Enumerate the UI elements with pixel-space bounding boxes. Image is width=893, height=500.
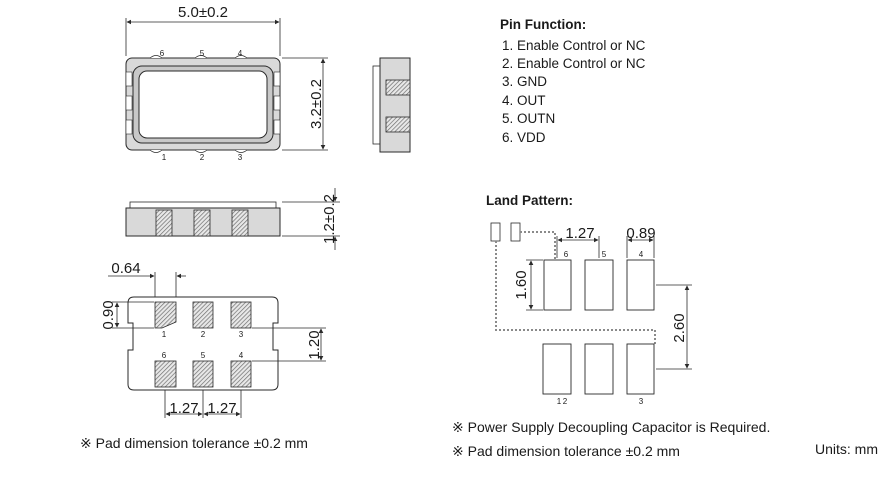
pad-label-2: 2 [201,330,206,339]
pin-label-6: 6 [160,49,165,58]
pin-function-title: Pin Function: [500,17,587,32]
pad-height-dim-label: 0.90 [100,300,117,329]
vdd-trace [520,231,556,260]
land-pitch-dim-label: 1.27 [565,225,594,242]
gnd-trace [495,241,656,345]
pad-2 [192,301,214,329]
capacitor-pad-2 [510,222,521,242]
land-pin-label-2: 2 [563,397,568,406]
units-note: Units: mm [815,441,878,457]
pin-function-item-5: 5. OUTN [502,111,556,126]
pad-label-4: 4 [239,351,244,360]
land-pad-5 [584,259,614,311]
thickness-dim-label: 1.2±0.2 [321,194,338,244]
land-pad-3 [626,343,655,395]
capacitor-pad-1 [490,222,501,242]
capacitor-note: ※ Power Supply Decoupling Capacitor is R… [452,419,771,435]
land-pad-width-dim-label: 0.89 [626,225,655,242]
pin-function-item-2: 2. Enable Control or NC [502,56,646,71]
land-pin-label-1: 1 [557,397,562,406]
pin-label-2: 2 [200,153,205,162]
land-pad-6 [543,259,572,311]
pin-label-1: 1 [162,153,167,162]
pad-label-5: 5 [201,351,206,360]
pin-function-item-1: 1. Enable Control or NC [502,38,646,53]
pad-1 [154,301,177,329]
side-view-front: 1.2±0.2 [125,188,340,250]
pad-view: 0.64 1 2 3 6 5 4 0.90 1.20 1.27 1. [100,260,326,418]
pitch-dim-right: 1.27 [207,400,236,417]
height-dim-label: 3.2±0.2 [308,79,325,129]
land-pad-1 [542,343,572,395]
pin-function-item-4: 4. OUT [502,93,546,108]
pin-label-4: 4 [238,49,243,58]
pad-width-dim-label: 0.64 [111,260,140,277]
pin-label-5: 5 [200,49,205,58]
pad-3 [230,301,252,329]
land-pattern: 6 5 4 1 2 3 1.27 0.89 1.60 2.60 [490,222,692,406]
land-pin-label-4: 4 [639,250,644,259]
land-pin-label-3: 3 [639,397,644,406]
pad-label-1: 1 [162,330,167,339]
land-row-spacing-dim-label: 2.60 [671,313,688,342]
pad-6 [154,360,177,388]
pin-function-item-6: 6. VDD [502,130,546,145]
pin-function-item-3: 3. GND [502,74,548,89]
land-pin-label-5: 5 [602,250,607,259]
pad-tolerance-note-right: ※ Pad dimension tolerance ±0.2 mm [452,443,680,459]
top-view: 5.0±0.2 6 5 4 1 2 3 3.2±0.2 [125,4,328,162]
pitch-dim-left: 1.27 [169,400,198,417]
row-spacing-dim-label: 1.20 [306,330,323,359]
land-pin-label-6: 6 [564,250,569,259]
pad-label-3: 3 [239,330,244,339]
land-pad-height-dim-label: 1.60 [513,270,530,299]
pad-label-6: 6 [162,351,167,360]
pin-label-3: 3 [238,153,243,162]
pad-tolerance-note-left: ※ Pad dimension tolerance ±0.2 mm [80,435,308,451]
pad-4 [230,360,252,388]
package-window [138,70,268,139]
land-pad-2 [584,343,614,395]
width-dim-label: 5.0±0.2 [178,4,228,21]
side-view-right [372,57,411,153]
land-pattern-title: Land Pattern: [486,193,574,208]
pad-5 [192,360,214,388]
land-pad-4 [626,259,655,311]
